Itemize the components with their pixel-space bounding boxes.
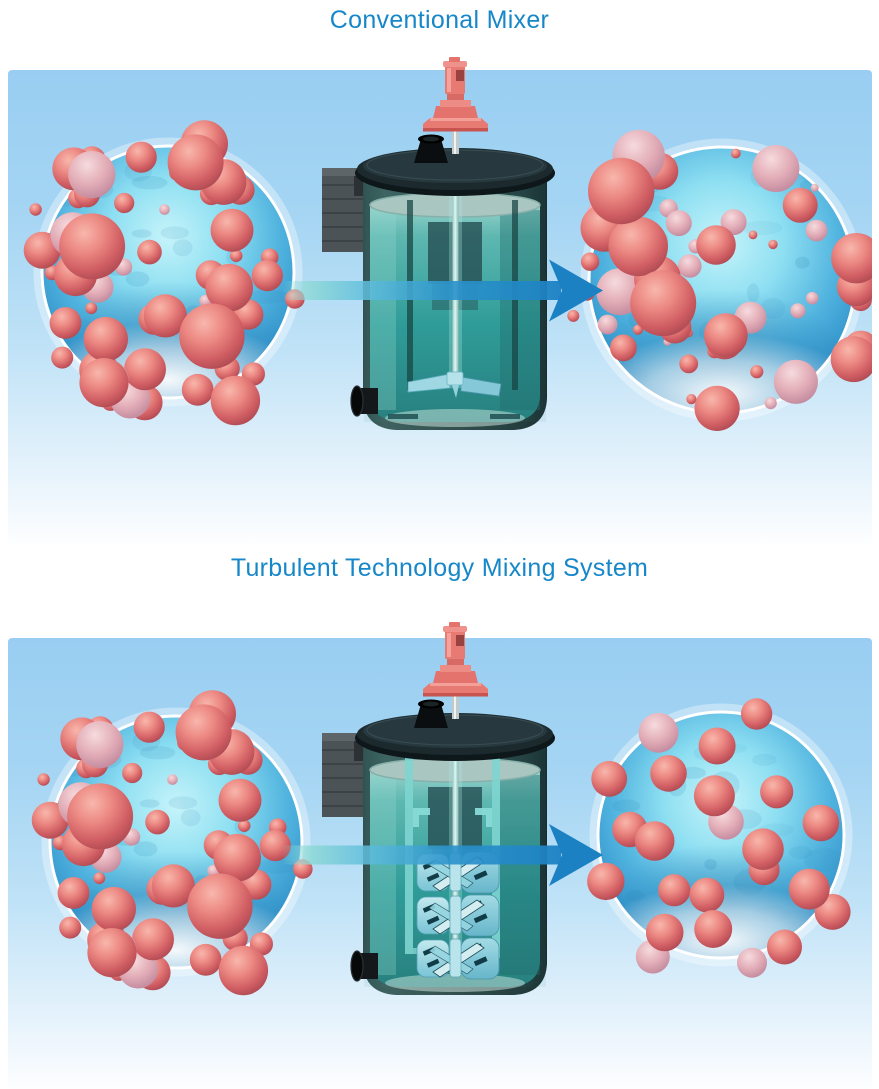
- uniformly-mixed-sample-circle: [587, 698, 853, 978]
- partially-mixed-sample-circle: [567, 129, 872, 431]
- tank-lid: [355, 148, 555, 196]
- particles: [567, 129, 872, 431]
- tank-lid: [355, 713, 555, 761]
- motor-icon: [423, 622, 488, 719]
- outlet-nozzle: [350, 385, 378, 417]
- mixing-tank: [322, 622, 555, 995]
- particles: [31, 690, 313, 996]
- unmixed-sample-circle: [31, 690, 313, 996]
- vent-funnel-icon: [414, 134, 448, 163]
- arrowhead-icon: [549, 824, 603, 886]
- particles: [587, 698, 851, 978]
- conventional-mixer-title: Conventional Mixer: [329, 6, 550, 34]
- vent-funnel-icon: [414, 699, 448, 728]
- flow-arrow: [282, 259, 603, 322]
- sample-ring: [48, 714, 304, 970]
- sample-ring: [40, 144, 296, 400]
- conventional-mixer-scene: [23, 57, 872, 431]
- turbulent-mixer-scene: [31, 622, 853, 996]
- single-impeller: [407, 371, 502, 398]
- sample-ring: [596, 710, 846, 960]
- turbulent-mixer-title: Turbulent Technology Mixing System: [230, 554, 649, 582]
- mixer-shaft: [452, 150, 459, 388]
- outlet-nozzle: [350, 950, 378, 982]
- unmixed-sample-circle: [23, 120, 305, 426]
- mixer-shaft: [452, 715, 459, 973]
- arrowhead-icon: [549, 259, 603, 322]
- tank-mount-bracket: [322, 733, 370, 817]
- motor-icon: [423, 57, 488, 154]
- flow-arrow: [282, 824, 603, 886]
- particles: [23, 120, 305, 426]
- mixing-tank: [322, 57, 555, 430]
